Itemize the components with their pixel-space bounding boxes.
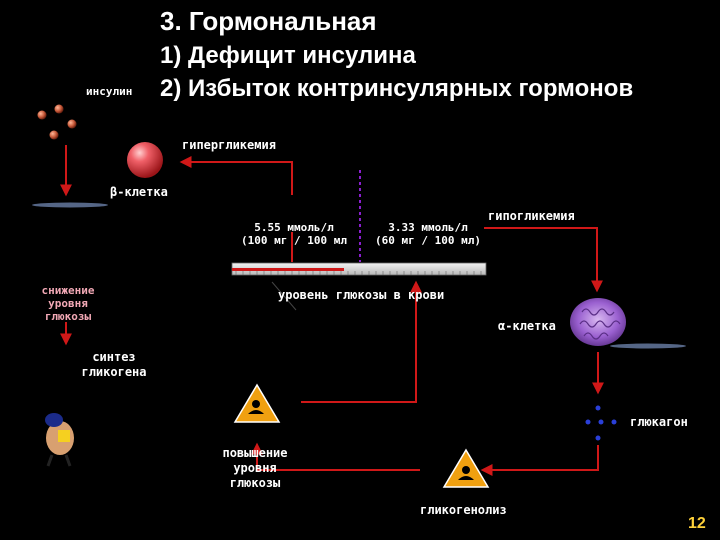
glucagon-molecules-icon — [585, 405, 617, 441]
insulin-label: инсулин — [86, 85, 133, 98]
alpha-cell-label: α-клетка — [498, 319, 556, 333]
value-low-label: 3.33 ммоль/л (60 мг / 100 мл) — [372, 221, 484, 247]
warning-sign-icon — [233, 383, 281, 423]
arrow-hyperglycemia — [179, 156, 293, 195]
slide-line-1: 1) Дефицит инсулина — [160, 42, 416, 69]
arrow-glycogenolysis-to-increase — [251, 442, 420, 471]
arrow-hypoglycemia — [484, 227, 603, 293]
arrow-bar-diagonal — [271, 281, 297, 311]
insulin-granules-icon — [37, 104, 77, 140]
beta-cell-label: β-клетка — [110, 185, 168, 199]
page-number: 12 — [688, 515, 706, 532]
warning-sign-icon-2 — [442, 448, 490, 488]
arrow-glucagon-to-glycogenolysis — [480, 445, 599, 476]
glucose-level-bar — [231, 262, 487, 276]
membrane-beta — [32, 202, 108, 208]
value-high-mg: (100 мг / 100 мл — [241, 234, 347, 247]
hyperglycemia-label: гипергликемия — [182, 138, 276, 152]
arrow-increase-to-bar — [301, 280, 422, 403]
value-low-mg: (60 мг / 100 мл) — [375, 234, 481, 247]
glucagon-label: глюкагон — [630, 415, 688, 429]
value-high-mmol: 5.55 ммоль/л — [254, 221, 334, 234]
blood-glucose-label: уровень глюкозы в крови — [278, 288, 445, 302]
alpha-cell-icon — [570, 298, 626, 346]
hypoglycemia-label: гипогликемия — [488, 209, 575, 223]
glycogenolysis-label: гликогенолиз — [420, 503, 507, 517]
slide-line-2: 2) Избыток контринсулярных гормонов — [160, 75, 634, 102]
value-high-label: 5.55 ммоль/л (100 мг / 100 мл — [236, 221, 352, 247]
value-low-mmol: 3.33 ммоль/л — [388, 221, 468, 234]
glycogen-synthesis-label: синтез гликогена — [81, 350, 147, 379]
membrane-alpha — [610, 343, 686, 349]
increase-glucose-label: повышение уровня глюкозы — [222, 446, 288, 490]
slide-title: 3. Гормональная — [160, 6, 377, 36]
cartoon-character-icon — [45, 413, 74, 467]
beta-cell-icon — [127, 142, 163, 178]
decrease-glucose-label: снижение уровня глюкозы — [41, 284, 95, 323]
